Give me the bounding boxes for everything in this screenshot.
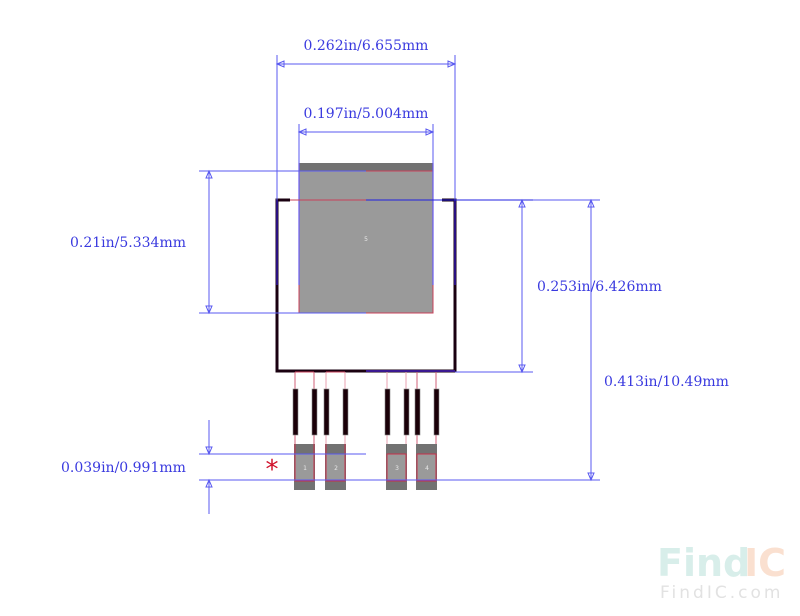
dim-pad-height: 0.039in/0.991mm xyxy=(61,460,186,476)
dim-tab-height: 0.21in/5.334mm xyxy=(70,235,186,251)
tab-pad-label: 5 xyxy=(364,236,368,243)
pad-3-label: 3 xyxy=(395,465,399,472)
dim-overall-height: 0.413in/10.49mm xyxy=(604,374,729,390)
tab-pad: 5 xyxy=(298,163,434,314)
pad-2: 2 xyxy=(325,444,346,490)
pad-2-label: 2 xyxy=(334,465,338,472)
dim-overall-width: 0.262in/6.655mm xyxy=(304,38,429,54)
watermark-logo-left: Find xyxy=(657,541,750,585)
pad-4-label: 4 xyxy=(425,465,429,472)
watermark-logo-right: IC xyxy=(744,541,786,585)
pad-1-label: 1 xyxy=(303,465,307,472)
watermark-url: FindIC.com xyxy=(660,583,783,603)
findic-watermark: Find IC FindIC.com xyxy=(657,541,786,603)
pad-3: 3 xyxy=(386,444,407,490)
pad-4: 4 xyxy=(416,444,437,490)
dim-body-height: 0.253in/6.426mm xyxy=(537,279,662,295)
leads xyxy=(292,371,440,445)
pad-1: 1 xyxy=(294,444,315,490)
dimension-lines xyxy=(199,55,600,514)
dim-tab-width: 0.197in/5.004mm xyxy=(304,106,429,122)
pin1-marker: * xyxy=(266,455,279,485)
